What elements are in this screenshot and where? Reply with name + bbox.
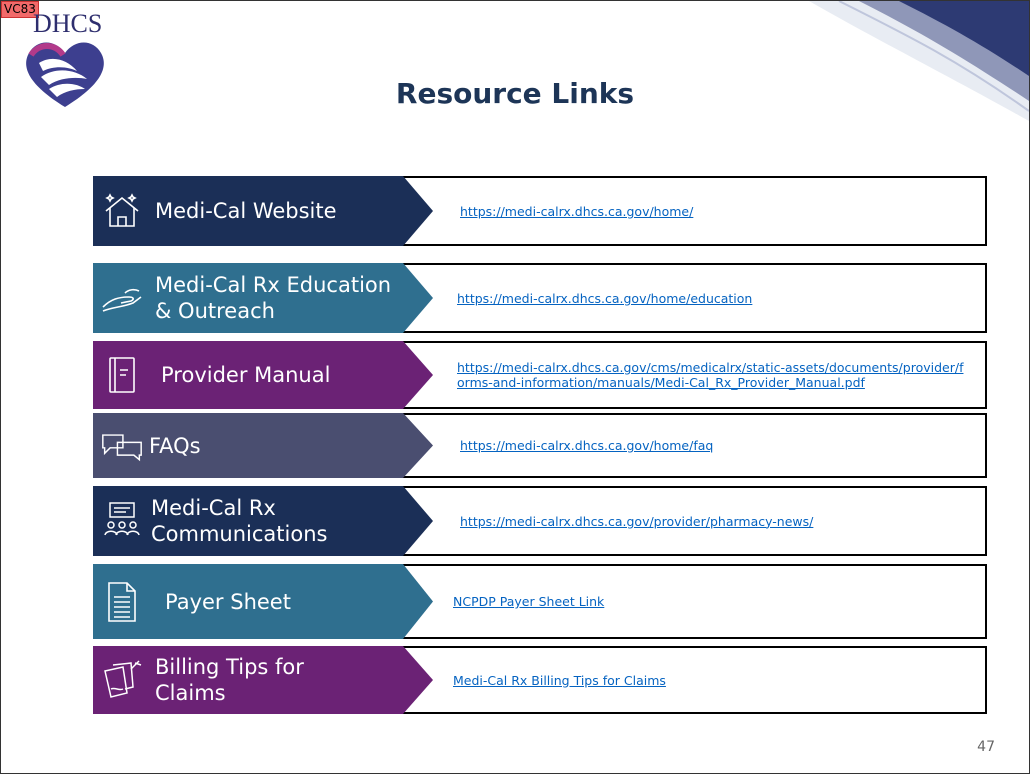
resource-link[interactable]: Medi-Cal Rx Billing Tips for Claims: [453, 672, 666, 688]
vc-tag: VC83: [1, 1, 39, 18]
book-icon: [101, 354, 143, 396]
link-box: https://medi-calrx.dhcs.ca.gov/home/faq: [393, 413, 987, 478]
label-box: Payer Sheet: [93, 564, 433, 639]
resource-row: https://medi-calrx.dhcs.ca.gov/home/educ…: [93, 263, 987, 333]
resource-label: Provider Manual: [161, 363, 331, 387]
resource-row: https://medi-calrx.dhcs.ca.gov/cms/medic…: [93, 341, 987, 409]
label-box: Medi-Cal Rx Communications: [93, 486, 433, 556]
resource-link[interactable]: https://medi-calrx.dhcs.ca.gov/cms/medic…: [457, 360, 964, 390]
resource-link[interactable]: https://medi-calrx.dhcs.ca.gov/home/: [460, 203, 694, 219]
sticky-notes-icon: [101, 659, 143, 701]
resource-row: https://medi-calrx.dhcs.ca.gov/home/faq …: [93, 413, 987, 478]
page-number: 47: [977, 739, 995, 755]
link-box: https://medi-calrx.dhcs.ca.gov/home/educ…: [393, 263, 987, 333]
heart-logo-icon: [26, 42, 104, 107]
house-icon: [101, 190, 143, 232]
resource-label: Payer Sheet: [165, 589, 291, 614]
link-box: https://medi-calrx.dhcs.ca.gov/provider/…: [393, 486, 987, 556]
document-icon: [101, 581, 143, 623]
resource-link[interactable]: https://medi-calrx.dhcs.ca.gov/provider/…: [460, 513, 814, 529]
resource-row: https://medi-calrx.dhcs.ca.gov/provider/…: [93, 486, 987, 556]
link-box: https://medi-calrx.dhcs.ca.gov/cms/medic…: [393, 341, 987, 409]
link-box: https://medi-calrx.dhcs.ca.gov/home/: [393, 176, 987, 246]
resource-label: FAQs: [149, 433, 201, 458]
resource-label: Medi-Cal Rx Education & Outreach: [155, 273, 392, 323]
resource-label: Billing Tips for Claims: [155, 655, 304, 705]
resource-link[interactable]: NCPDP Payer Sheet Link: [453, 594, 605, 609]
link-box: NCPDP Payer Sheet Link: [393, 564, 987, 639]
resource-row: Medi-Cal Rx Billing Tips for Claims Bill…: [93, 646, 987, 714]
label-box: Medi-Cal Website: [93, 176, 433, 246]
presentation-audience-icon: [101, 500, 143, 542]
corner-swoosh-decoration: [809, 1, 1029, 121]
dhcs-logo: DHCS: [19, 9, 119, 109]
resource-link[interactable]: https://medi-calrx.dhcs.ca.gov/home/educ…: [457, 290, 753, 306]
link-box: Medi-Cal Rx Billing Tips for Claims: [393, 646, 987, 714]
resource-row: NCPDP Payer Sheet Link Payer Sheet: [93, 564, 987, 639]
label-box: FAQs: [93, 413, 433, 478]
resource-label: Medi-Cal Website: [155, 199, 337, 223]
helping-hand-icon: [101, 277, 143, 319]
label-box: Billing Tips for Claims: [93, 646, 433, 714]
slide-title: Resource Links: [395, 77, 635, 110]
chat-bubbles-icon: [101, 425, 143, 467]
label-box: Medi-Cal Rx Education & Outreach: [93, 263, 433, 333]
resource-row: https://medi-calrx.dhcs.ca.gov/home/ Med…: [93, 176, 987, 246]
logo-text: DHCS: [33, 9, 103, 38]
resource-label: Medi-Cal Rx Communications: [151, 496, 328, 546]
label-box: Provider Manual: [93, 341, 433, 409]
resource-link[interactable]: https://medi-calrx.dhcs.ca.gov/home/faq: [460, 438, 714, 453]
